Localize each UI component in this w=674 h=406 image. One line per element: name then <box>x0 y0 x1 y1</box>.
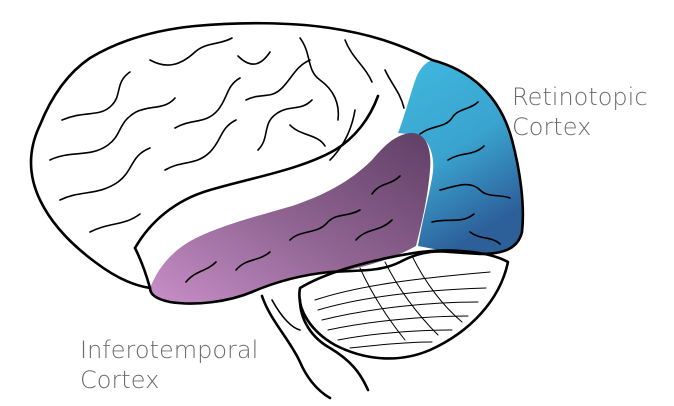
region-sulci <box>185 101 511 283</box>
inferotemporal-label-line-1: Inferotemporal <box>80 336 259 364</box>
lateral-sulcus <box>133 94 380 250</box>
brainstem <box>260 294 370 400</box>
retinotopic-label-line-2: Cortex <box>512 113 592 141</box>
retinotopic-cortex-region <box>398 60 523 254</box>
cerebrum-outline <box>29 21 525 305</box>
gyri <box>49 37 405 233</box>
retinotopic-cortex-label: Retinotopic Cortex <box>512 82 648 142</box>
inferotemporal-cortex-label: Inferotemporal Cortex <box>80 335 258 395</box>
retinotopic-label-line-1: Retinotopic <box>512 83 648 111</box>
inferotemporal-label-line-2: Cortex <box>80 366 160 394</box>
cerebellum <box>298 249 510 360</box>
inferotemporal-cortex-region <box>150 132 431 304</box>
